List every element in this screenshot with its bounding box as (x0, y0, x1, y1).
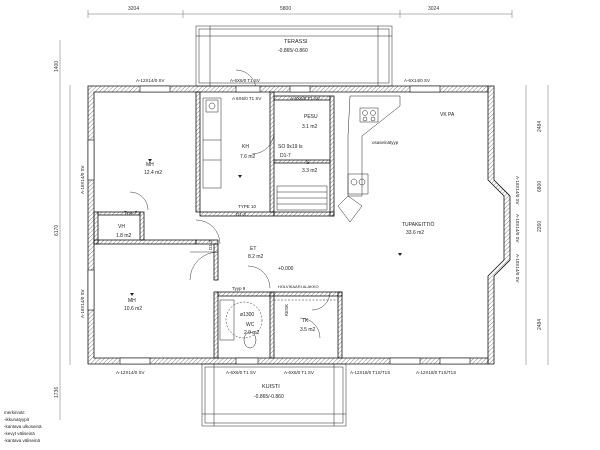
window-label-bottom-mid2: A-6X6/0 T1 SV (284, 370, 314, 375)
dim-left-3: 1736 (54, 387, 60, 398)
room-kh-area: 7.6 m2 (240, 154, 256, 160)
window-label-bottom-left: A-12X14/0 SV (116, 370, 145, 375)
room-et-area: 8.2 m2 (248, 254, 264, 260)
dim-right-3: 2260 (537, 221, 543, 232)
dimension-lines (59, 10, 549, 420)
wc-tag: Tyyp 9 (232, 286, 246, 291)
room-et-name: ET (250, 246, 256, 252)
room-s-name: S (306, 160, 310, 166)
room-vh-name: VH (118, 224, 125, 230)
dim-right-1: 2484 (537, 121, 543, 132)
room-markers (130, 159, 402, 296)
dim-left-2: 6170 (54, 225, 60, 236)
dim-left-1: 1400 (54, 61, 60, 72)
window-label-top-left: A-12X14/0 SV (136, 78, 165, 83)
window-label-right-2: A-18X14/0 SV (515, 214, 520, 243)
et-level: +0.000 (278, 266, 294, 272)
terrace-level: -0.865/-0.860 (278, 48, 308, 54)
room-tk-name: TK (302, 318, 309, 324)
window-label-right-3: A-18X14/0 SV (515, 254, 520, 283)
legend-note-3: -kevyt väliseinä (4, 431, 35, 436)
wc-diameter: ø1300 (240, 312, 254, 318)
dim-top-2: 5800 (280, 6, 291, 12)
window-label-top-kh: A 6X6/0 T1 SV (232, 96, 261, 101)
upper-left-tag: Tyyp 7 (124, 210, 138, 215)
dim-right-4: 2484 (537, 319, 543, 330)
holvikaari-mark: HOLVIKAARI ALAKKO (278, 284, 319, 289)
sauna-door-code: D1-7 (280, 153, 291, 159)
window-label-top-mid: A-6X6/0 T1 SV (230, 78, 260, 83)
room-tk-area: 3.5 m2 (300, 327, 316, 333)
window-label-left-upper: A-18X14/0 SV (80, 165, 85, 194)
closet-type-label: TYPE 10 (238, 204, 257, 209)
hall-code: D1-2 (208, 240, 213, 250)
window-label-bottom-right1: A-12X18/0 T1S/T1S (350, 370, 390, 375)
kh-fixtures (202, 97, 222, 189)
window-label-top-right: A-6X14/0 SV (404, 78, 430, 83)
kh-door-code: D1-3 (236, 212, 246, 217)
window-label-right-1: A-18X14/0 SV (515, 176, 520, 205)
terrace-name: TERASSI (284, 39, 308, 45)
vk-pa-label: VK PA (440, 112, 455, 118)
window-label-bottom-right2: A-12X18/0 T1S/T1S (416, 370, 456, 375)
sauna-bench (276, 185, 328, 211)
room-wc-name: WC (246, 322, 255, 328)
room-kh-name: KH (242, 144, 249, 150)
window-markers (87, 85, 471, 365)
room-pesu-area: 3.1 m2 (302, 124, 318, 130)
room-mh2-area: 10.6 m2 (124, 306, 142, 312)
outer-walls (87, 85, 511, 365)
room-vh-area: 1.8 m2 (116, 233, 132, 239)
room-mh1-area: 12.4 m2 (144, 170, 162, 176)
dim-right-2: 6800 (537, 181, 543, 192)
room-mh2-name: MH (128, 298, 136, 304)
room-tupakeittio-area: 33.6 m2 (406, 230, 424, 236)
porch-name: KUISTI (262, 384, 280, 390)
porch-level: -0.865/-0.860 (254, 394, 284, 400)
interior-walls (93, 91, 343, 359)
legend-note-2: -kantava ulkoseinä (4, 424, 42, 429)
legend-note-1: -ikkunatyypit (4, 417, 30, 422)
kitchen-counters (337, 95, 401, 223)
terrace (195, 25, 393, 87)
room-s-area: 3.3 m2 (302, 168, 318, 174)
window-label-left-lower: A-18X14/0 SV (80, 289, 85, 318)
room-pesu-name: PESU (304, 114, 318, 120)
sauna-door-name: SO 9x19 ls (278, 144, 303, 150)
legend-note-4: -kantava väliseinä (4, 438, 41, 443)
legend-note-0: merkinnät: (4, 410, 25, 415)
room-tupakeittio-name: TUPAKEITTIÖ (402, 221, 435, 228)
window-label-top-sauna: A-6X6/0 T1 SV (290, 96, 320, 101)
kitchen-note: osaseinätyyp (372, 140, 399, 145)
wc-fixtures (219, 299, 263, 349)
window-label-bottom-mid: A-6X6/0 T1 SV (226, 370, 256, 375)
room-mh1-name: MH (146, 162, 154, 168)
dim-top-3: 3024 (428, 6, 439, 12)
room-wc-area: 2.9 m2 (244, 330, 260, 336)
kesk-label: KESK (284, 304, 289, 316)
dim-top-1: 3204 (128, 6, 139, 12)
